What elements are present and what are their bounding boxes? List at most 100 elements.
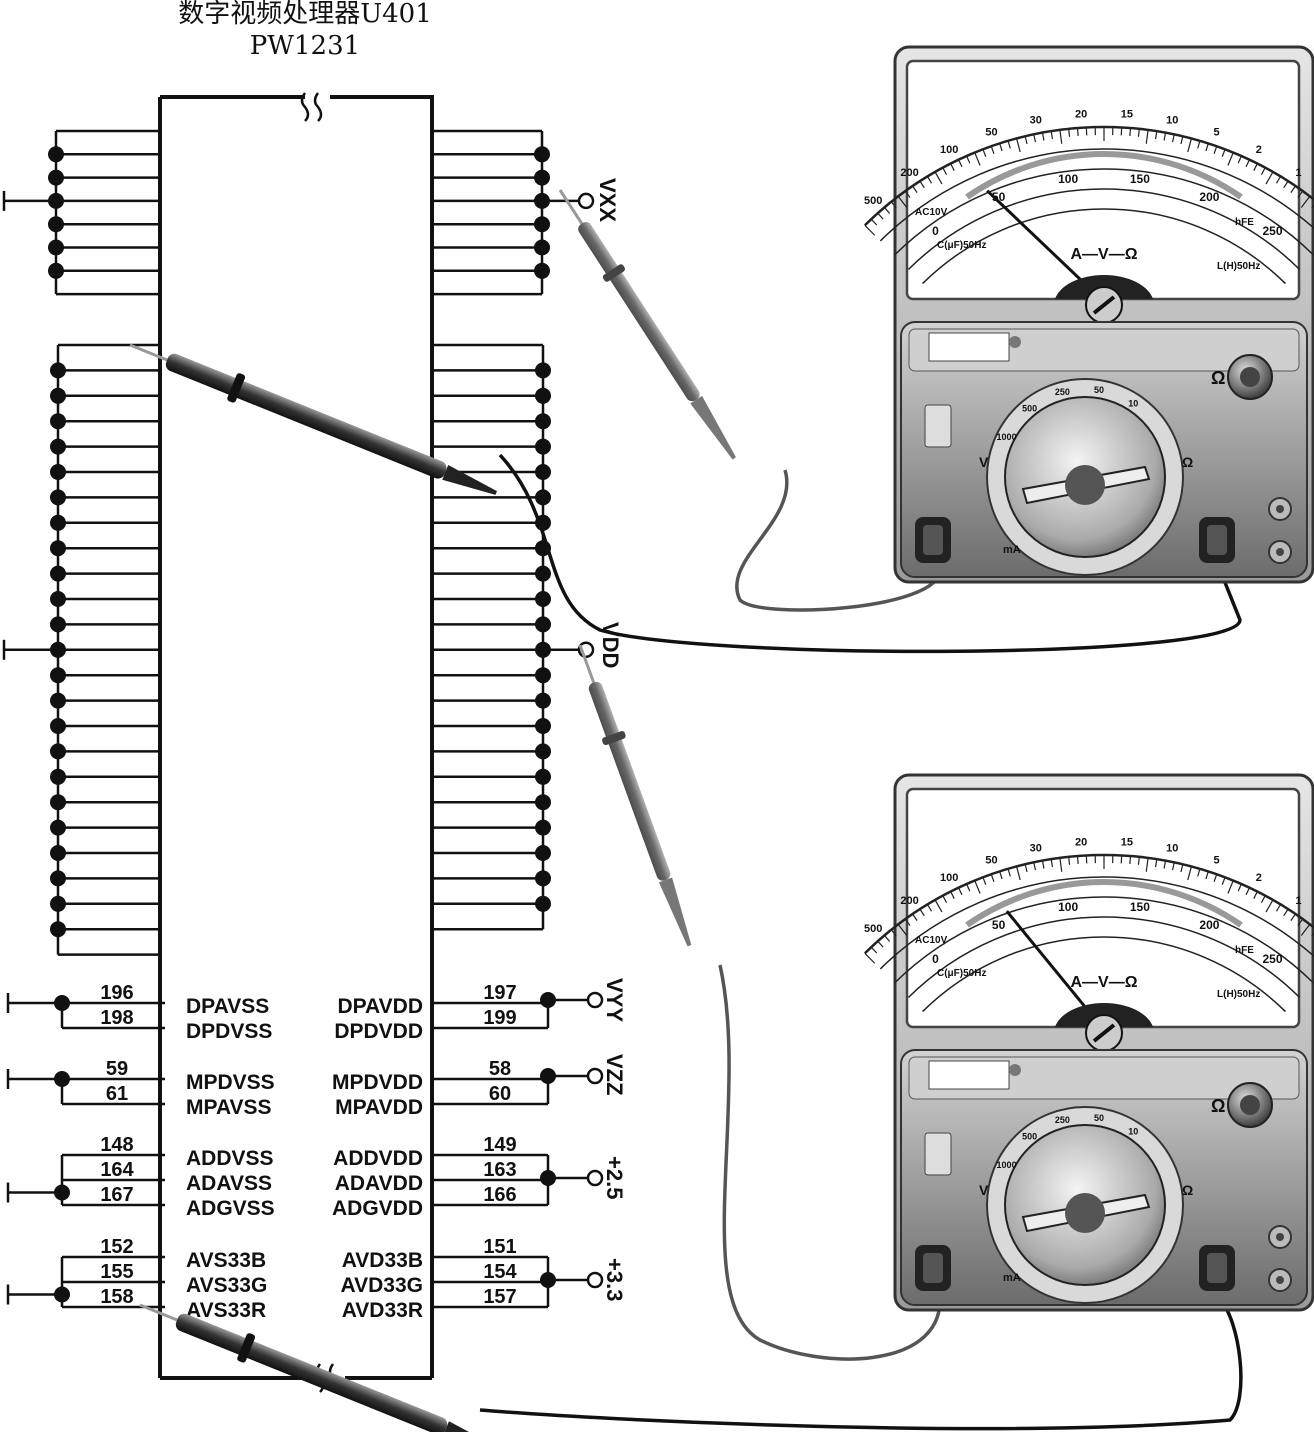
pin-name: ADDVDD [333,1147,423,1170]
ohm-scale-label: 2 [1256,872,1262,884]
pvss-pin-group [2,343,160,956]
pin-number: 152 [100,1236,133,1258]
ac-label: AC10V [915,207,948,218]
ohm-scale-label: 10 [1166,115,1178,127]
pin-name: ADAVDD [335,1172,423,1195]
dial-range-label: 250 [1055,387,1070,397]
hfe-label: hFE [1235,217,1254,228]
dc-scale-label: 100 [1058,172,1078,186]
pvdd-pin-group [432,343,595,931]
hfe-label: hFE [1235,945,1254,956]
pin-number: 148 [100,1134,133,1156]
dial-range-label: 500 [1022,1132,1037,1142]
dial-range-label: 250 [1055,1115,1070,1125]
ohm-scale-label: 30 [1030,843,1042,855]
chip-title: 数字视频处理器U401 [178,0,432,29]
probe-wires [479,453,1243,1431]
pin-number: 197 [483,982,516,1004]
ohm-scale-label: 15 [1121,837,1133,849]
junction-dot [54,1184,70,1201]
pin-number: 164 [100,1159,134,1181]
pin-name: ADGVSS [186,1197,275,1220]
dc-scale-label: 150 [1130,900,1150,914]
dial-range-label: 1000 [997,1160,1017,1170]
pin-number: 157 [483,1286,516,1308]
dial-range-label: 500 [1022,404,1037,414]
ohm-scale-label: 100 [940,872,958,884]
dc-scale-label: 50 [992,918,1006,932]
pin-number: 59 [106,1058,128,1080]
rail-vxx-label: VXX [595,178,620,222]
ohm-scale-label: 200 [900,167,918,179]
pin-number: 166 [483,1184,516,1206]
pin-name: DPDVDD [334,1020,423,1043]
ohm-scale-label: 50 [985,127,997,139]
ohm-scale-label: 15 [1121,109,1133,121]
pin-number: 154 [483,1261,517,1283]
cap-label: C(μF)50Hz [937,240,986,251]
pin-name: AVS33G [186,1274,267,1297]
dial-ohm-label: Ω [1182,454,1193,470]
ohm-scale-label: 200 [900,895,918,907]
pin-name: AVD33R [342,1299,423,1322]
pin-number: 151 [483,1236,516,1258]
rail-vzz-label: VZZ [602,1054,627,1096]
transistor-socket[interactable] [924,1132,952,1176]
junction-dot [540,1068,556,1084]
rail-25-label: +2.5 [602,1156,627,1199]
dial-range-label: 50 [1094,385,1104,395]
pin-name: ADGVDD [332,1197,423,1220]
junction-dot [540,1170,556,1186]
multimeter-bottom: 50020010050302015105210050100150200250AC… [864,773,1314,1312]
test-point [586,1271,604,1289]
multimeter-top: 50020010050302015105210050100150200250AC… [864,45,1314,584]
dc-scale-label: 200 [1199,190,1219,204]
probe-black-top [129,343,497,495]
dc-scale-label: 200 [1199,918,1219,932]
dial-v-label: V [979,454,989,470]
pin-name: AVS33R [186,1299,266,1322]
pin-number: 196 [100,982,133,1004]
ac-label: AC10V [915,935,948,946]
ohm-scale-label: 20 [1075,109,1087,121]
pin-name: MPAVDD [335,1096,423,1119]
chip-model: PW1231 [250,31,360,61]
rail-vyy-label: VYY [602,978,627,1022]
pin-number: 61 [106,1083,128,1105]
dial-range-label: 10 [1128,1126,1138,1136]
ohm-scale-label: 500 [864,195,882,207]
indicator-led [1009,1064,1021,1076]
ind-label: L(H)50Hz [1217,261,1260,272]
ohm-scale-label: 50 [985,855,997,867]
dc-scale-label: 0 [932,952,939,966]
ohm-scale-label: 5 [1213,855,1219,867]
ohm-scale-label: 30 [1030,115,1042,127]
dial-range-label: 50 [1094,1113,1104,1123]
test-point [577,192,595,210]
pin-name: DPDVSS [186,1020,272,1043]
probe-red-top [558,189,736,460]
pin-number: 198 [100,1007,133,1029]
pin-number: 60 [489,1083,511,1105]
dc-scale-label: 250 [1262,224,1282,238]
transistor-socket[interactable] [924,404,952,448]
ohm-scale-label: 100 [940,144,958,156]
dial-range-label: 10 [1128,398,1138,408]
dc-scale-label: 250 [1262,952,1282,966]
mode-label: A—V—Ω [1070,246,1137,263]
ohm-adjust-label: Ω [1211,368,1225,388]
dc-scale-label: 0 [932,224,939,238]
pin-name: MPAVSS [186,1096,272,1119]
pin-name: AVS33B [186,1249,266,1272]
pin-number: 163 [483,1159,516,1181]
mode-label: A—V—Ω [1070,974,1137,991]
probe-red-bottom [578,644,692,947]
ohm-scale-label: 2 [1256,144,1262,156]
test-point [586,991,604,1009]
ohm-scale-label: 500 [864,923,882,935]
pin-name: ADAVSS [186,1172,272,1195]
pin-name: DPAVDD [337,995,423,1018]
pin-number: 158 [100,1286,133,1308]
junction-dot [54,1071,70,1087]
